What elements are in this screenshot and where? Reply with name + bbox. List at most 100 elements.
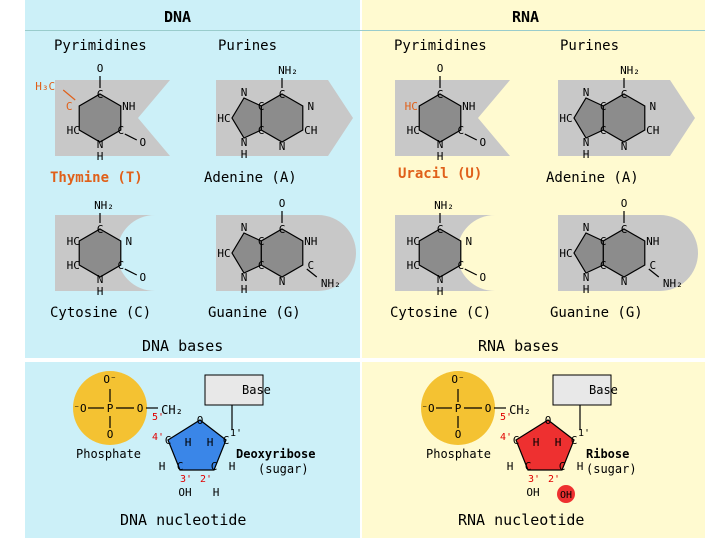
ring-atom-c: C [258, 235, 265, 248]
hydrogen-atom: H [185, 436, 192, 449]
ring-atom-n: N [241, 271, 248, 284]
ring-atom-h: H [583, 283, 590, 296]
ring-atom-n: N [437, 138, 444, 151]
hydroxyl-group: OH [178, 486, 191, 499]
ring-atom-c: C [117, 124, 124, 137]
ring-atom-n: N [241, 136, 248, 149]
bond [306, 268, 318, 278]
rna-cytosine-label: Cytosine (C) [390, 305, 492, 321]
phosphate-oxygen: O [455, 428, 462, 441]
pyrimidine-ring [78, 93, 122, 143]
dna-bases-label: DNA bases [142, 337, 224, 355]
pyrimidine-ring [418, 228, 462, 278]
oxygen-atom: O [479, 136, 486, 149]
purine-five-ring [573, 97, 604, 139]
ring-atom-h: H [583, 148, 590, 161]
carbon-3: 3' [528, 474, 540, 485]
uracil-label: Uracil (U) [398, 166, 483, 182]
ring-atom-c: C [437, 88, 444, 101]
dna-phosphate-label: Phosphate [76, 447, 142, 461]
rna-base-box-label: Base [589, 383, 618, 397]
bond [124, 133, 138, 141]
ring-atom-c: C [97, 88, 104, 101]
carbon-atom: C [223, 434, 230, 447]
ring-atom-n: N [621, 140, 628, 153]
ring-atom-n: NH [646, 235, 659, 248]
rna-nucleotide-label: RNA nucleotide [458, 511, 585, 529]
phosphate-oxygen: O⁻ [451, 373, 464, 386]
ring-atom-h: H [97, 150, 104, 163]
ring-atom-n: N [621, 275, 628, 288]
phosphate-oxygen: ⁻O [421, 402, 434, 415]
ring-atom-c: C [97, 223, 104, 236]
carbon-atom: C [211, 460, 218, 473]
hydroxyl-group: OH [526, 486, 539, 499]
ring-atom-c: CH [304, 124, 317, 137]
thymine-label: Thymine (T) [50, 170, 143, 186]
base-box [552, 374, 612, 406]
dna-base-box-label: Base [242, 383, 271, 397]
ring-atom-n: N [125, 235, 132, 248]
ring-atom-c: C [258, 124, 265, 137]
carbon-3: 3' [180, 474, 192, 485]
ring-atom-n: NH [304, 235, 317, 248]
ribose-oh-highlight [557, 485, 575, 503]
oxygen-atom: O [621, 197, 628, 210]
bond [648, 268, 660, 278]
ring-atom-hc: HC [559, 112, 572, 125]
rna-sugar-note: (sugar) [586, 462, 637, 476]
ring-atom-h: H [241, 148, 248, 161]
oxygen-atom: O [139, 271, 146, 284]
ring-oxygen: O [545, 414, 552, 427]
ch2-group: CH₂ [509, 403, 531, 417]
ring-atom-n: N [437, 273, 444, 286]
carbon-1: 1' [578, 428, 590, 439]
amine-group: NH₂ [434, 199, 454, 212]
ring-atom-c: C [279, 88, 286, 101]
carbon-4: 4' [500, 432, 512, 443]
ring-atom-hc: HC [559, 247, 572, 260]
ring-atom-hc: HC [407, 259, 420, 272]
ring-atom-n: N [649, 100, 656, 113]
rna-pyrimidines-label: Pyrimidines [394, 38, 487, 54]
dna-nucleotide-label: DNA nucleotide [120, 511, 247, 529]
ribose-label: Ribose [586, 447, 630, 461]
ring-atom-n: NH [122, 100, 135, 113]
dna-title: DNA [164, 8, 192, 26]
rna-phosphate-label: Phosphate [426, 447, 492, 461]
carbon-atom: C [525, 460, 532, 473]
oxygen-atom: O [437, 62, 444, 75]
bond [464, 268, 478, 276]
ring-atom-n: N [241, 86, 248, 99]
carbon-atom: C [165, 434, 172, 447]
hydrogen-atom: H [207, 436, 214, 449]
ring-atom-c: CH [646, 124, 659, 137]
hydrogen-atom: H [507, 460, 514, 473]
hydrogen-atom: H [555, 436, 562, 449]
hydrogen-atom: H [229, 460, 236, 473]
ring-atom-n: N [583, 136, 590, 149]
phosphate-oxygen: O⁻ [103, 373, 116, 386]
ring-atom-c: C [437, 223, 444, 236]
ring-atom-hc: HC [67, 124, 80, 137]
dna-sugar-note: (sugar) [258, 462, 309, 476]
dna-guanine-label: Guanine (G) [208, 305, 301, 321]
amine-group: NH₂ [620, 64, 640, 77]
ring-atom-hc: HC [67, 235, 80, 248]
oxygen-atom: O [279, 197, 286, 210]
ring-atom-c: C [279, 223, 286, 236]
carbon-atom: C [559, 460, 566, 473]
amine-group: NH₂ [94, 199, 114, 212]
bond [464, 133, 478, 141]
phosphate-oxygen: O [137, 402, 144, 415]
amine-group: NH₂ [321, 277, 341, 290]
methyl-bond [62, 89, 76, 101]
oxygen-atom: O [97, 62, 104, 75]
rna-bases-label: RNA bases [478, 337, 560, 355]
carbon-5: 5' [500, 412, 512, 423]
ring-atom-n: N [279, 275, 286, 288]
hydroxyl-group: OH [560, 490, 572, 501]
ring-atom-hc: HC [217, 112, 230, 125]
ring-atom-c: C [457, 259, 464, 272]
ring-atom-hc: HC [67, 259, 80, 272]
